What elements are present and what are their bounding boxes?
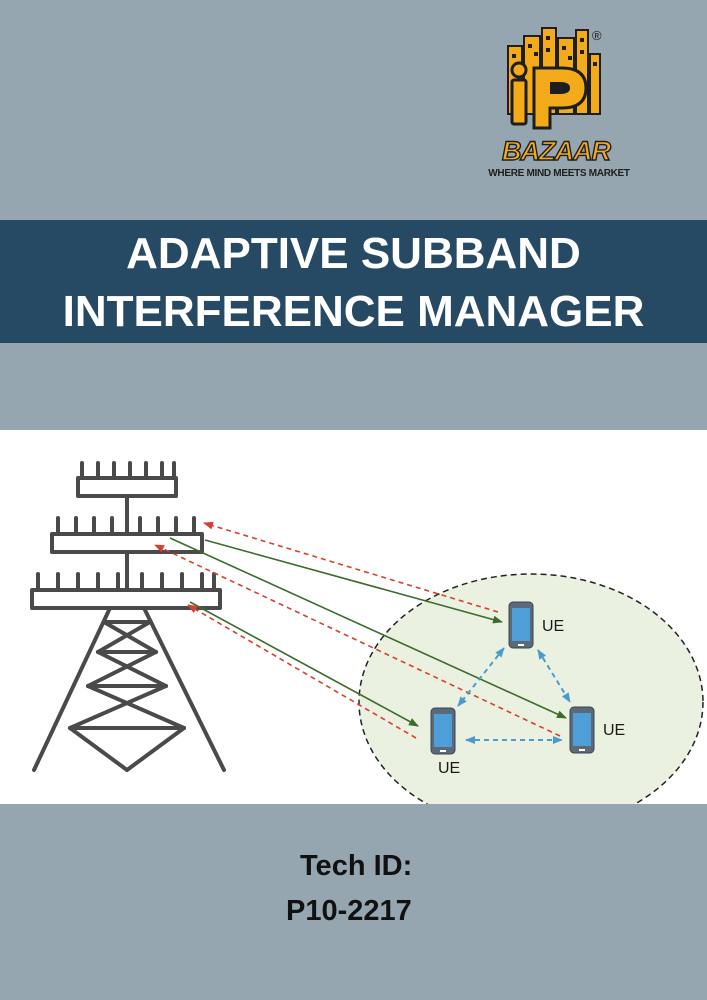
ue-label: UE [542, 618, 565, 635]
logo-tagline: WHERE MIND MEETS MARKET [488, 168, 630, 179]
tech-id-label: Tech ID: [300, 850, 413, 882]
ip-city-skyline-icon [507, 27, 601, 130]
ue-label: UE [438, 760, 461, 777]
ue-label: UE [603, 722, 626, 739]
logo-brand-name: BAZAAR [501, 135, 611, 166]
smartphone-icon [569, 706, 595, 754]
cell-tower-icon [30, 461, 226, 772]
network-diagram-graphic [30, 461, 704, 804]
page-title-line-2: INTERFERENCE MANAGER [62, 287, 645, 336]
network-diagram: UE UE UE [0, 430, 707, 804]
smartphone-icon [508, 601, 534, 649]
device-to-device-links [457, 647, 571, 744]
page-title-line-1: ADAPTIVE SUBBAND [126, 229, 581, 278]
title-banner: ADAPTIVE SUBBAND INTERFERENCE MANAGER [0, 220, 707, 343]
brand-logo: ® BAZAAR WHERE MIND MEETS MARKET [476, 24, 642, 194]
registered-mark: ® [592, 28, 602, 43]
tech-id-value: P10-2217 [286, 895, 412, 927]
smartphone-icon [430, 707, 456, 755]
